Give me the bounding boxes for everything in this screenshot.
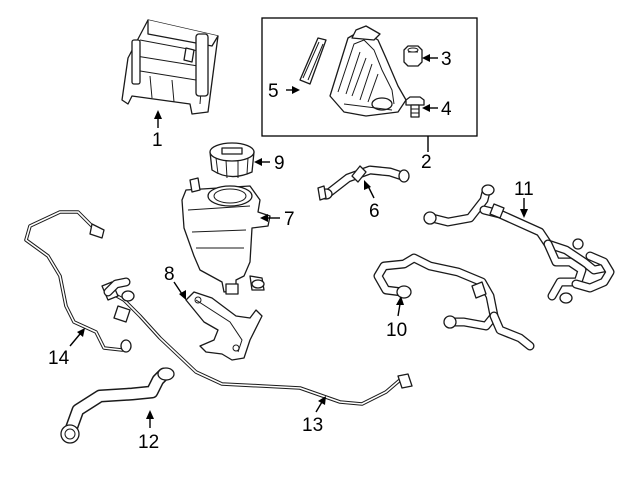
part-10-hose	[373, 253, 535, 351]
detail-box	[261, 17, 478, 137]
callout-labels: 1 2 3 4 5 6 7 8 9 10 11 12 13 14	[48, 49, 534, 453]
callout-5: 5	[268, 81, 279, 102]
part-5-gasket	[299, 37, 327, 85]
part-7-expansion-tank	[181, 177, 271, 295]
callout-6: 6	[369, 201, 380, 222]
callout-8: 8	[164, 264, 175, 285]
callout-9: 9	[274, 153, 285, 174]
callout-4: 4	[441, 99, 452, 120]
part-1-bracket	[121, 19, 219, 115]
part-3-nut	[403, 45, 423, 67]
callout-11: 11	[514, 179, 534, 200]
part-8-bracket	[185, 291, 263, 361]
part-14-line	[24, 210, 132, 353]
part-9-cap	[209, 142, 255, 179]
callout-2: 2	[421, 152, 432, 173]
callout-1: 1	[152, 130, 163, 151]
callout-14: 14	[48, 348, 70, 369]
callout-13: 13	[302, 415, 323, 436]
leader-lines	[69, 54, 528, 428]
part-6-pipe	[317, 165, 410, 201]
part-12-hose	[60, 367, 175, 444]
part-4-bolt	[405, 96, 425, 118]
callout-10: 10	[386, 320, 407, 341]
part-11-hose	[423, 184, 615, 304]
part-2-housing	[329, 25, 407, 117]
callout-3: 3	[441, 49, 452, 70]
callout-12: 12	[138, 432, 159, 453]
part-13-line	[101, 277, 413, 406]
callout-7: 7	[284, 209, 295, 230]
